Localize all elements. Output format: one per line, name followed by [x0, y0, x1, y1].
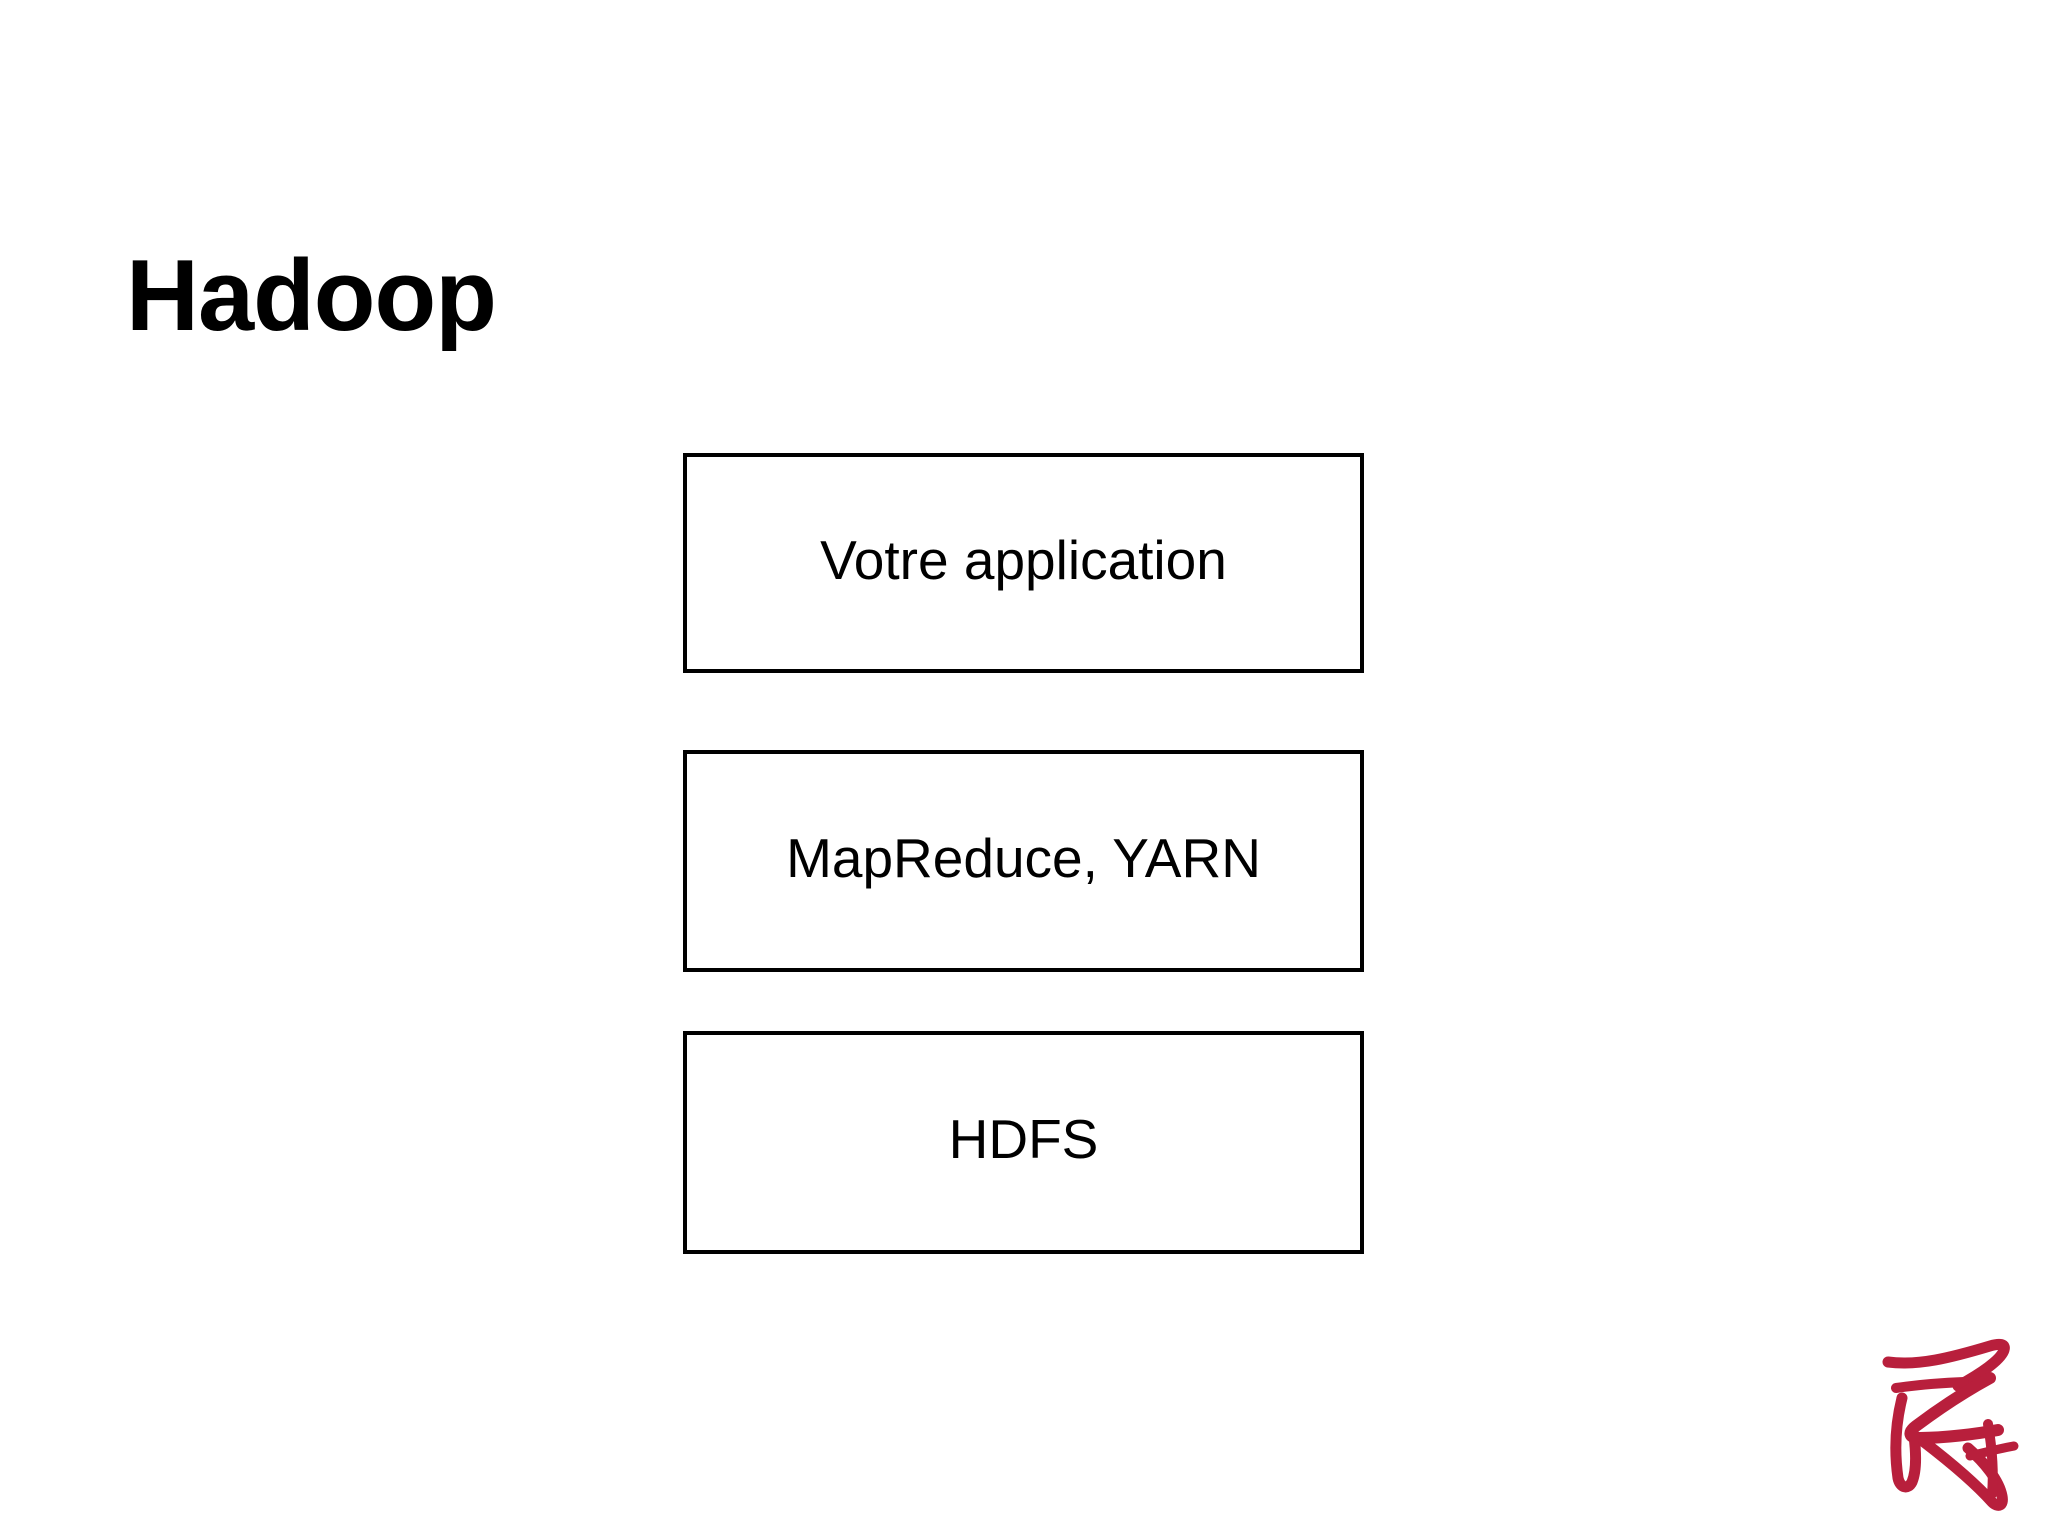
- stack-layer-label: Votre application: [820, 528, 1227, 591]
- signature-icon: [1872, 1338, 2048, 1536]
- stack-layer-label: MapReduce, YARN: [786, 826, 1261, 889]
- stack-layer-label: HDFS: [948, 1108, 1099, 1171]
- hadoop-stack-diagram: Votre application MapReduce, YARN HDFS: [683, 453, 1364, 1254]
- page-title: Hadoop: [126, 239, 497, 352]
- stack-layer-hdfs: HDFS: [683, 1031, 1364, 1254]
- stack-layer-mapreduce-yarn: MapReduce, YARN: [683, 750, 1364, 972]
- stack-layer-votre-application: Votre application: [683, 453, 1364, 673]
